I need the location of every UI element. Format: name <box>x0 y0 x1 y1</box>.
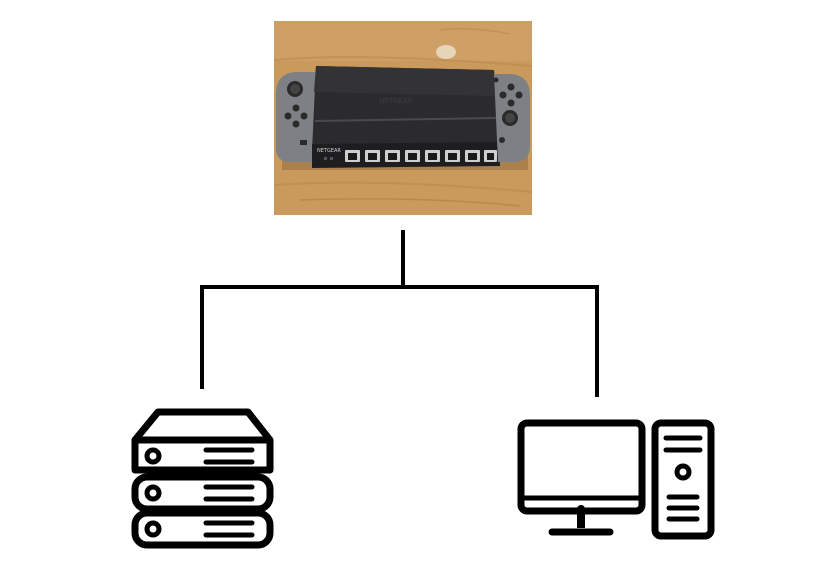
left-joycon-icon <box>276 72 316 162</box>
switch-body: NETGEAR NETGEAR <box>312 66 500 168</box>
right-joycon-icon <box>493 74 530 162</box>
connector-lines <box>200 230 599 397</box>
server-stack-icon <box>131 408 274 549</box>
desktop-computer-icon <box>517 419 715 540</box>
brand-label: NETGEAR <box>317 148 341 154</box>
svg-text:NETGEAR: NETGEAR <box>379 97 413 105</box>
network-switch-photo: NETGEAR NETGEAR <box>273 21 533 215</box>
